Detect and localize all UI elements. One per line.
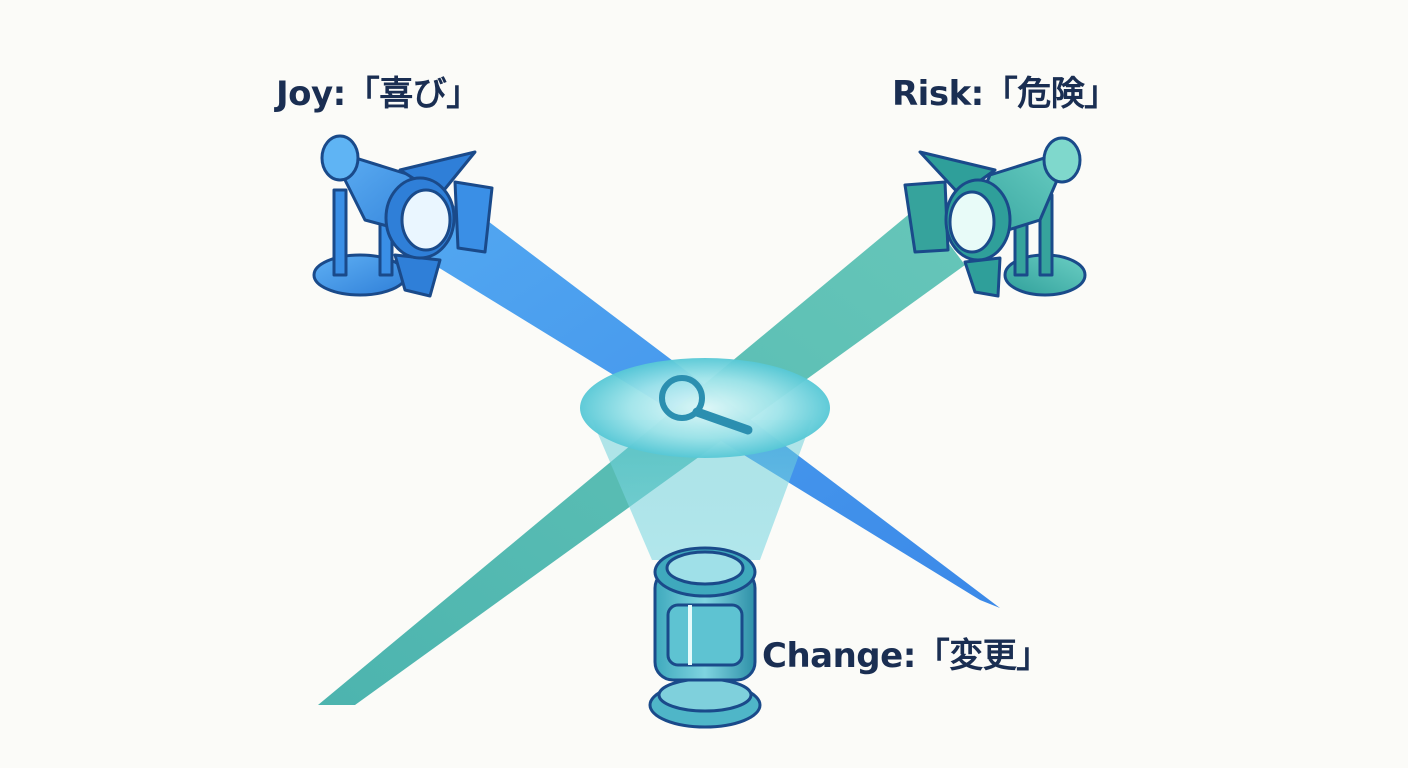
magnifier-icon (659, 375, 753, 435)
joy-spotlight-icon (312, 134, 494, 298)
risk-spotlight-icon (903, 136, 1087, 298)
change-spotlight-icon (648, 546, 762, 729)
beam-change (592, 420, 812, 560)
joy-label: Joy:「喜び」 (276, 74, 480, 114)
change-label: Change:「変更」 (762, 636, 1050, 676)
central-spotlight (580, 358, 830, 458)
risk-label: Risk:「危険」 (892, 74, 1118, 114)
